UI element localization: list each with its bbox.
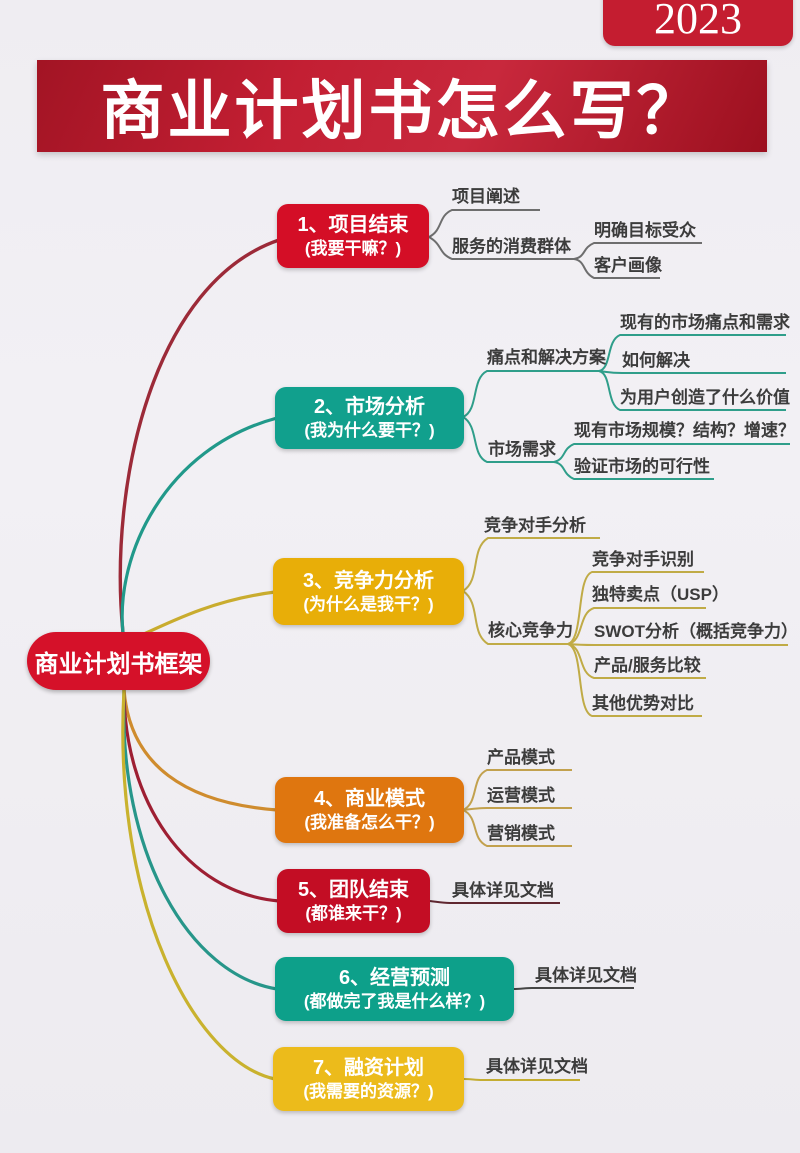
topic-label[interactable]: 核心竞争力 xyxy=(488,621,573,640)
topic-label[interactable]: 产品模式 xyxy=(487,748,555,767)
branch-node-4[interactable]: 4、商业模式 (我准备怎么干？) xyxy=(275,777,464,843)
branch-7-subtitle: (我需要的资源？) xyxy=(303,1082,434,1101)
year-badge: 2023 xyxy=(603,0,793,46)
branch-3-title: 3、竞争力分析 xyxy=(302,569,435,592)
branch-4-title: 4、商业模式 xyxy=(313,788,426,810)
topic-label[interactable]: 现有的市场痛点和需求 xyxy=(620,313,790,332)
branch-1-sublines xyxy=(428,209,702,279)
curve-branch-7 xyxy=(121,689,276,1081)
topic-label[interactable]: 具体详见文档 xyxy=(486,1057,588,1076)
topic-label[interactable]: 市场需求 xyxy=(488,440,556,459)
topic-label[interactable]: 竞争对手识别 xyxy=(592,550,694,569)
topic-label[interactable]: SWOT分析（概括竞争力） xyxy=(594,622,798,641)
topic-label[interactable]: 客户画像 xyxy=(594,256,662,275)
curve-branch-5 xyxy=(122,689,280,903)
branch-1-subtitle: (我要干嘛？) xyxy=(304,239,402,258)
branch-1-title: 1、项目结束 xyxy=(297,214,409,236)
topic-label[interactable]: 具体详见文档 xyxy=(535,966,637,985)
topic-label[interactable]: 其他优势对比 xyxy=(592,694,694,713)
topic-label[interactable]: 明确目标受众 xyxy=(594,221,696,240)
branch-3-subtitle: (为什么是我干？) xyxy=(303,594,434,614)
topic-label[interactable]: 竞争对手分析 xyxy=(484,516,586,535)
central-topic-node[interactable]: 商业计划书框架 xyxy=(27,632,210,690)
curve-branch-2 xyxy=(120,416,278,634)
branch-6-subline xyxy=(513,987,634,990)
topic-label[interactable]: 运营模式 xyxy=(487,786,555,805)
branch-2-title: 2、市场分析 xyxy=(313,396,426,418)
topic-label[interactable]: 服务的消费群体 xyxy=(452,237,571,256)
branch-4-subtitle: (我准备怎么干？) xyxy=(304,813,435,832)
curve-branch-1 xyxy=(118,238,280,634)
topic-label[interactable]: 产品/服务比较 xyxy=(594,656,701,675)
title-banner: 商业计划书怎么写？ xyxy=(37,60,767,152)
topic-label[interactable]: 现有市场规模？结构？增速？ xyxy=(574,421,795,440)
topic-label[interactable]: 具体详见文档 xyxy=(452,881,554,900)
branch-7-title: 7、融资计划 xyxy=(312,1057,425,1079)
branch-node-6[interactable]: 6、经营预测 (都做完了我是什么样？) xyxy=(275,957,514,1021)
curve-branch-4 xyxy=(122,689,278,812)
page-title: 商业计划书怎么写？ xyxy=(100,76,704,147)
year-badge-text: 2023 xyxy=(654,0,742,43)
topic-label[interactable]: 为用户创造了什么价值 xyxy=(620,388,790,407)
branch-7-subline xyxy=(463,1078,580,1081)
branch-node-3[interactable]: 3、竞争力分析 (为什么是我干？) xyxy=(273,558,464,625)
branch-5-subtitle: (都谁来干？) xyxy=(305,904,402,923)
branch-6-subtitle: (都做完了我是什么样？) xyxy=(303,992,486,1011)
central-topic-label: 商业计划书框架 xyxy=(34,650,203,678)
branch-node-7[interactable]: 7、融资计划 (我需要的资源？) xyxy=(273,1047,464,1111)
branch-node-1[interactable]: 1、项目结束 (我要干嘛？) xyxy=(277,204,429,268)
branch-5-title: 5、团队结束 xyxy=(297,879,410,901)
topic-label[interactable]: 如何解决 xyxy=(622,351,690,370)
branch-node-5[interactable]: 5、团队结束 (都谁来干？) xyxy=(277,869,430,933)
branch-6-title: 6、经营预测 xyxy=(338,967,451,989)
topic-label[interactable]: 独特卖点（USP） xyxy=(592,585,729,604)
branch-2-sublines xyxy=(462,334,790,480)
branch-5-subline xyxy=(429,900,560,904)
branch-4-sublines xyxy=(462,769,572,847)
topic-label[interactable]: 验证市场的可行性 xyxy=(574,457,710,476)
topic-label[interactable]: 营销模式 xyxy=(487,824,555,843)
topic-label[interactable]: 痛点和解决方案 xyxy=(487,348,606,367)
branch-2-subtitle: (我为什么要干？) xyxy=(304,421,435,440)
curve-branch-6 xyxy=(122,689,278,991)
topic-label[interactable]: 项目阐述 xyxy=(452,187,520,206)
branch-node-2[interactable]: 2、市场分析 (我为什么要干？) xyxy=(275,387,464,449)
branch-3-sublines xyxy=(462,537,788,717)
